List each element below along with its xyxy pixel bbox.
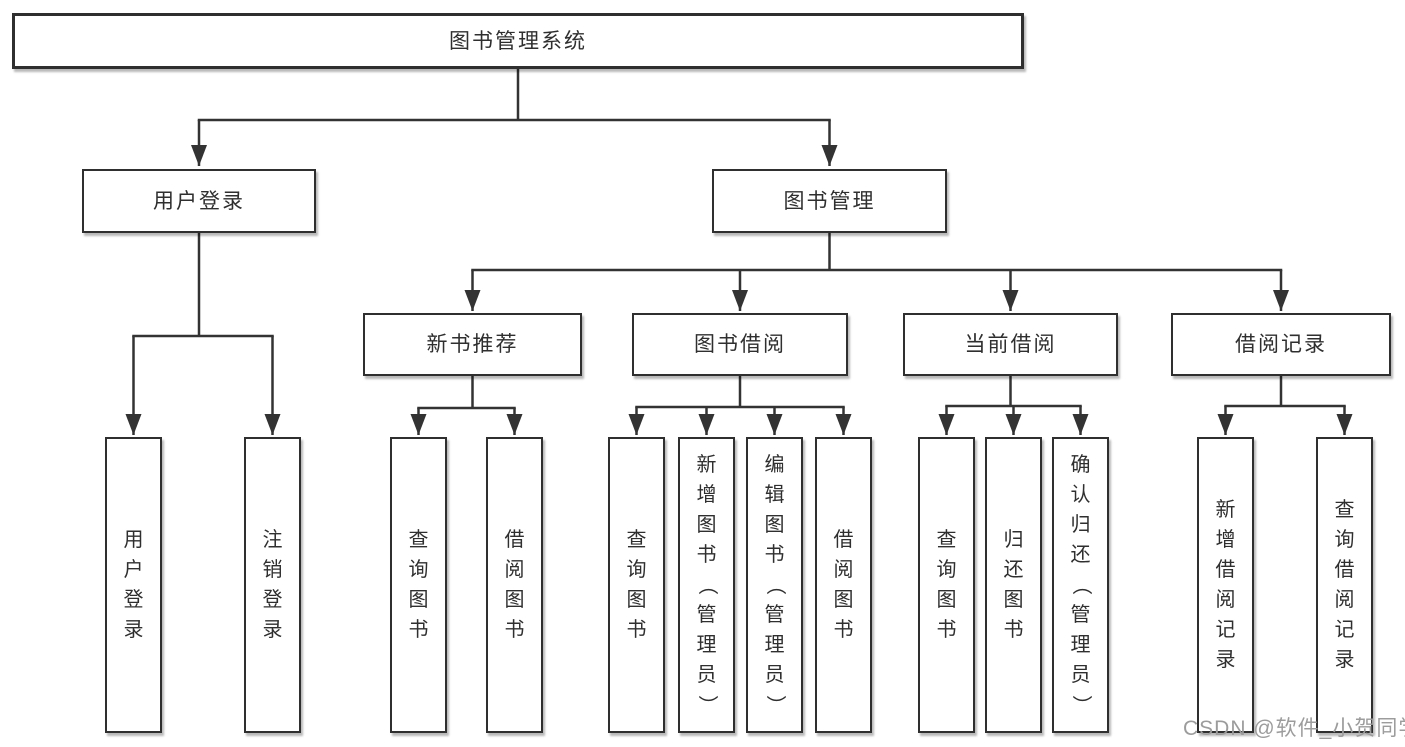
node-leaf-add-borrow-record: 新增借阅记录	[1197, 437, 1254, 733]
node-label: 确认归还（管理员）	[1069, 454, 1092, 715]
node-leaf-query-books-current: 查询图书	[918, 437, 975, 733]
node-label: 归还图书	[1003, 529, 1024, 641]
node-label: 新书推荐	[426, 333, 519, 356]
node-leaf-return-books: 归还图书	[985, 437, 1042, 733]
node-label: 新增借阅记录	[1215, 499, 1236, 671]
node-label: 用户登录	[123, 529, 144, 641]
node-borrowing-records: 借阅记录	[1171, 313, 1391, 376]
node-leaf-query-borrow-record: 查询借阅记录	[1316, 437, 1373, 733]
node-leaf-borrow-books-borrowing: 借阅图书	[815, 437, 872, 733]
node-new-book-recommendation: 新书推荐	[363, 313, 582, 376]
node-book-borrowing: 图书借阅	[632, 313, 848, 376]
node-label: 查询图书	[936, 529, 957, 641]
node-label: 查询图书	[626, 529, 647, 641]
node-label: 新增图书（管理员）	[695, 454, 718, 715]
node-label: 查询借阅记录	[1334, 499, 1355, 671]
node-leaf-confirm-return-admin: 确认归还（管理员）	[1052, 437, 1109, 733]
node-leaf-borrow-books-recommend: 借阅图书	[486, 437, 543, 733]
node-label: 借阅图书	[504, 529, 525, 641]
node-label: 借阅图书	[833, 529, 854, 641]
node-library-management-system: 图书管理系统	[12, 13, 1024, 69]
node-label: 图书管理	[783, 189, 876, 213]
node-current-borrowing: 当前借阅	[903, 313, 1118, 376]
node-book-management-branch: 图书管理	[712, 169, 947, 233]
node-leaf-user-login: 用户登录	[105, 437, 162, 733]
node-label: 当前借阅	[964, 333, 1057, 356]
node-label: 编辑图书（管理员）	[763, 454, 786, 715]
node-label: 图书管理系统	[449, 29, 587, 53]
node-leaf-query-books-recommend: 查询图书	[390, 437, 447, 733]
node-leaf-edit-books-admin: 编辑图书（管理员）	[746, 437, 803, 733]
node-user-login-branch: 用户登录	[82, 169, 316, 233]
node-label: 查询图书	[408, 529, 429, 641]
node-leaf-query-books-borrowing: 查询图书	[608, 437, 665, 733]
node-label: 借阅记录	[1235, 333, 1327, 356]
node-label: 注销登录	[262, 529, 283, 641]
node-leaf-add-books-admin: 新增图书（管理员）	[678, 437, 735, 733]
node-label: 用户登录	[153, 189, 245, 213]
watermark: CSDN @软件_小贺同学	[1183, 717, 1405, 740]
node-label: 图书借阅	[694, 333, 786, 356]
node-leaf-logout: 注销登录	[244, 437, 301, 733]
